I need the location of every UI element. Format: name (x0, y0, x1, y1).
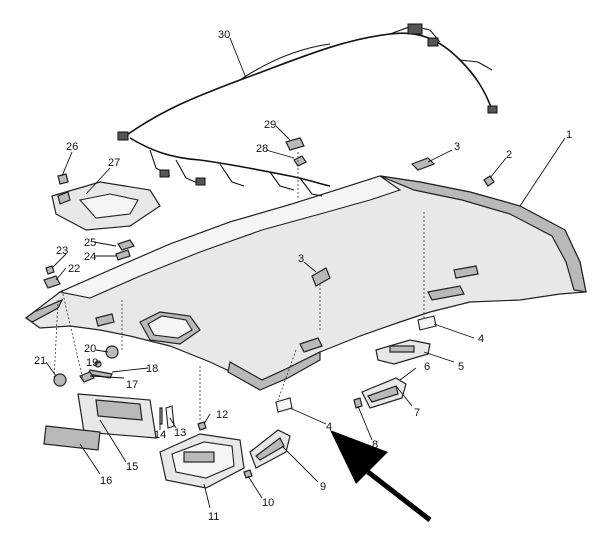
callout-23: 23 (56, 245, 68, 257)
leader-lines (45, 37, 566, 509)
alignment-lines (53, 152, 425, 424)
console-bracket (51, 181, 161, 231)
callout-3-center: 3 (298, 253, 304, 265)
callout-2: 2 (506, 149, 512, 161)
callout-13: 13 (174, 427, 186, 439)
callout-5: 5 (458, 361, 464, 373)
pointer-arrow (330, 430, 432, 522)
headliner-panel (24, 175, 587, 391)
callout-17: 17 (126, 379, 138, 391)
callout-19: 19 (86, 357, 98, 369)
callout-7: 7 (414, 407, 420, 419)
callout-27: 27 (108, 157, 120, 169)
callout-14: 14 (154, 429, 166, 441)
callout-4-rear: 4 (478, 333, 484, 345)
wiring-harness (117, 23, 498, 197)
callout-11: 11 (208, 511, 219, 523)
callout-9: 9 (320, 481, 326, 493)
callout-20: 20 (84, 343, 96, 355)
callout-22: 22 (68, 263, 80, 275)
assist-handle-front (249, 429, 291, 469)
callout-4-front: 4 (326, 421, 332, 433)
callout-10: 10 (262, 497, 274, 509)
callout-6: 6 (424, 361, 430, 373)
vanity-mirror-label (43, 425, 101, 451)
callout-16: 16 (100, 475, 112, 487)
callout-8: 8 (372, 439, 378, 451)
fasteners (43, 137, 495, 479)
callout-29: 29 (264, 119, 276, 131)
callout-1: 1 (566, 129, 572, 141)
assist-handle-rear (361, 377, 407, 409)
callout-3-clip: 3 (454, 141, 460, 153)
callout-18: 18 (146, 363, 158, 375)
callout-12: 12 (216, 409, 228, 421)
overhead-console (159, 433, 245, 489)
callout-15: 15 (126, 461, 138, 473)
callout-24: 24 (84, 251, 96, 263)
rear-dome-lamp (375, 339, 431, 365)
callout-labels: 1 2 3 3 4 4 5 6 7 8 9 10 11 12 13 14 15 … (34, 29, 572, 523)
callout-25: 25 (84, 237, 96, 249)
sunvisor (77, 393, 157, 439)
callout-26: 26 (66, 141, 78, 153)
callout-30: 30 (218, 29, 230, 41)
callout-21: 21 (34, 355, 46, 367)
callout-28: 28 (256, 143, 268, 155)
